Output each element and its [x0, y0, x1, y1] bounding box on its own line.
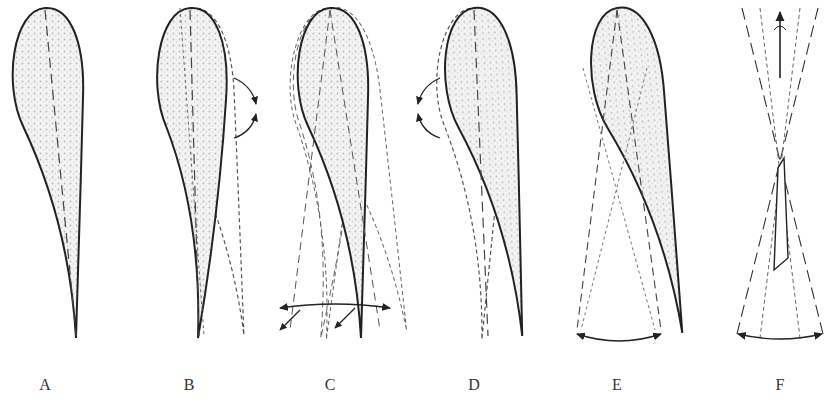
panel-letter: B — [184, 376, 195, 394]
fin-b — [157, 5, 256, 339]
panel-letter: F — [776, 376, 785, 394]
panel-letter: C — [325, 376, 336, 394]
fin-e — [577, 4, 689, 341]
fin-c — [263, 3, 413, 341]
fin-a — [13, 8, 84, 338]
fin-f-schematic — [736, 8, 824, 339]
panel-letter: E — [612, 376, 622, 394]
panel-letter: A — [39, 376, 51, 394]
panel-letter: D — [468, 376, 480, 394]
fin-d — [418, 6, 529, 340]
